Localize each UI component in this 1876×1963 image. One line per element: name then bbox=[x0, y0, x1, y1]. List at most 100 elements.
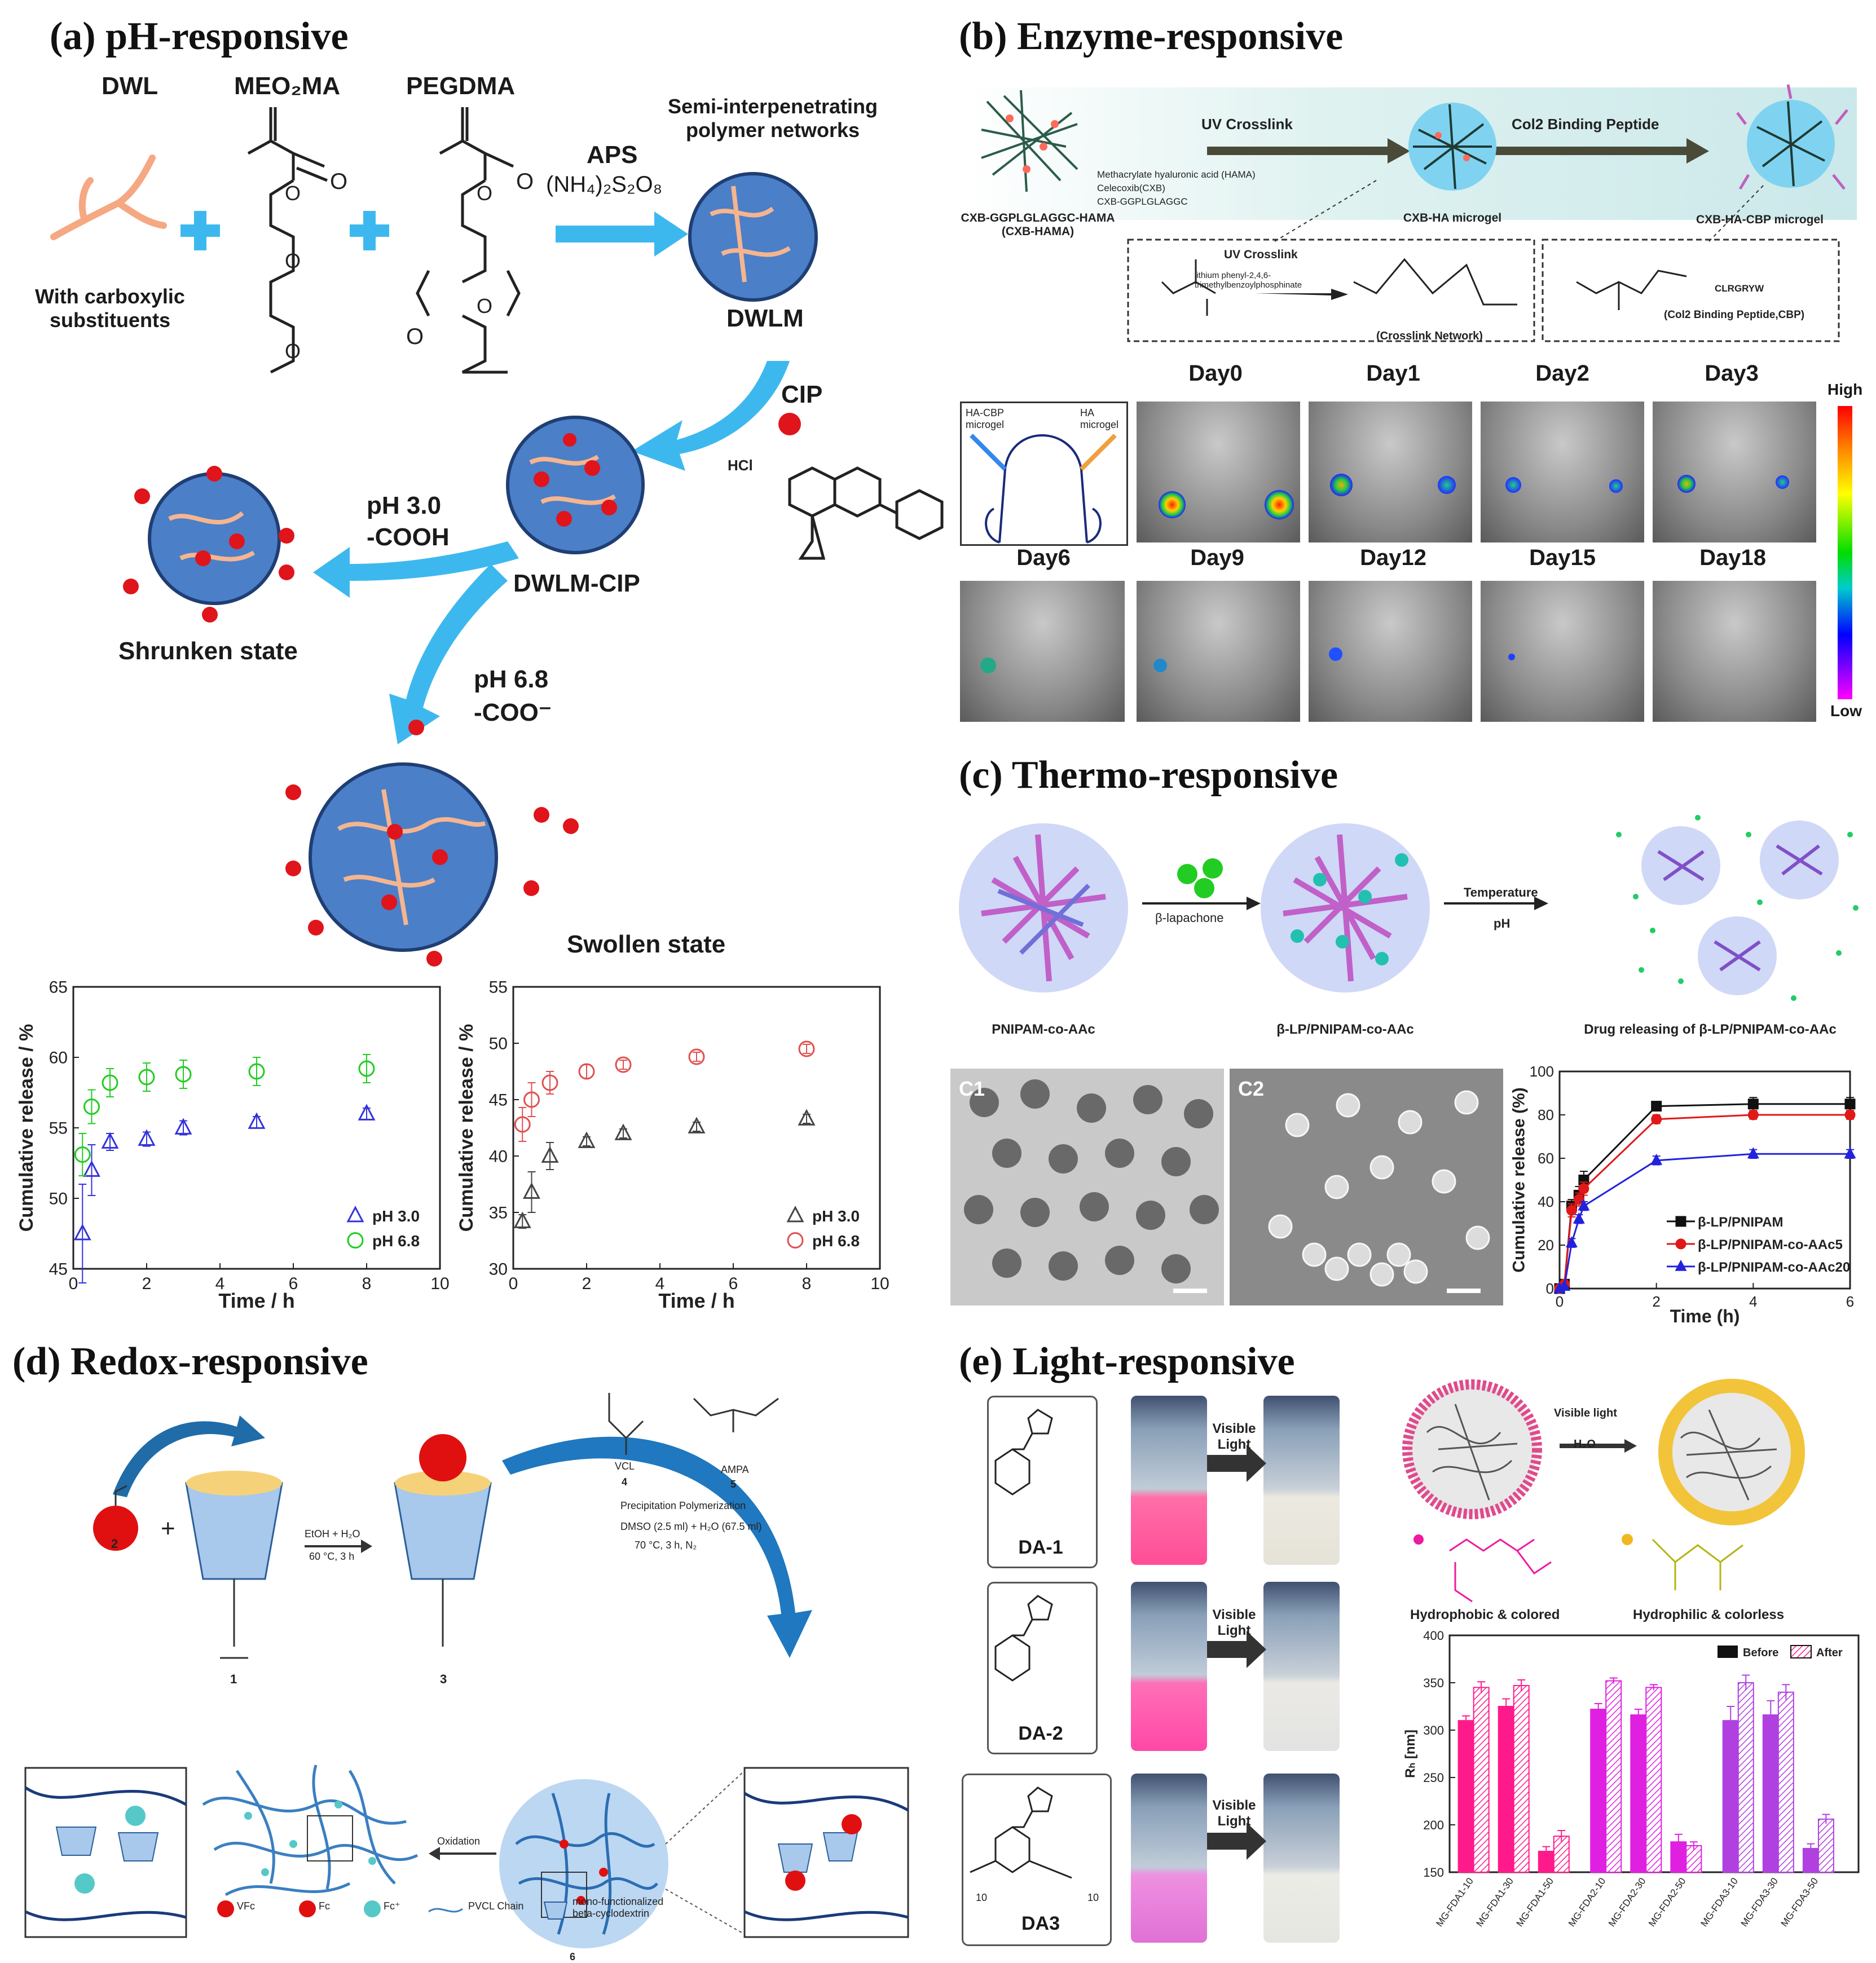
x-tick-label: 6 bbox=[1846, 1293, 1854, 1310]
data-point bbox=[578, 1063, 595, 1080]
pnipam-co-aac-label: PNIPAM-co-AAc bbox=[992, 1022, 1095, 1037]
sem-image-c2 bbox=[1230, 1069, 1503, 1305]
data-point bbox=[798, 1040, 815, 1057]
x-tick-label: MG-FDA1-10 bbox=[1434, 1876, 1476, 1929]
x-tick-label: 8 bbox=[802, 1274, 812, 1293]
panel-b-title: (b) Enzyme-responsive bbox=[959, 15, 1344, 58]
b-lp-pnipam-co-aac-label: β-LP/PNIPAM-co-AAc bbox=[1276, 1022, 1414, 1037]
y-tick-label: 45 bbox=[489, 1091, 508, 1110]
day-label: Day1 bbox=[1366, 361, 1420, 386]
aps-formula: (NH₄)₂S₂O₈ bbox=[546, 172, 663, 197]
y-tick-label: 60 bbox=[1538, 1150, 1554, 1167]
y-axis-label: Cumulative release (%) bbox=[1510, 1087, 1529, 1272]
data-point bbox=[358, 1060, 375, 1077]
data-point bbox=[1573, 1212, 1585, 1224]
day-label: Day18 bbox=[1699, 545, 1766, 570]
swell-arrow bbox=[389, 564, 508, 744]
visible-light-arrows bbox=[1207, 1445, 1266, 1860]
series-0 bbox=[513, 1109, 816, 1229]
x-tick-label: 6 bbox=[289, 1274, 298, 1293]
series-2 bbox=[1553, 1147, 1856, 1293]
x-tick-label: 2 bbox=[142, 1274, 152, 1293]
day-label: Day3 bbox=[1705, 361, 1759, 386]
x-tick-label: 4 bbox=[215, 1274, 225, 1293]
svg-text:O: O bbox=[285, 249, 301, 272]
scale-high-label: High bbox=[1827, 381, 1863, 398]
uv-crosslink-inset-label: UV Crosslink bbox=[1224, 248, 1298, 261]
bar-before bbox=[1590, 1709, 1607, 1873]
series-line bbox=[1559, 1153, 1850, 1290]
x-tick-label: 4 bbox=[1749, 1293, 1757, 1310]
legend-cxb: Celecoxib(CXB) bbox=[1097, 183, 1165, 193]
shrunken-label: Shrunken state bbox=[118, 637, 298, 665]
x-axis-label: Time / h bbox=[218, 1289, 294, 1312]
cyclodextrin-cup-2 bbox=[394, 1482, 492, 1580]
cyclodextrin-cup-1 bbox=[185, 1482, 283, 1580]
inset-ha-cbp-label: HA-CBP microgel bbox=[966, 407, 1005, 430]
legend-after-swatch bbox=[1790, 1645, 1812, 1658]
bar-after bbox=[1473, 1687, 1490, 1873]
data-point bbox=[1651, 1114, 1662, 1125]
data-point bbox=[102, 1074, 118, 1091]
cxb-ha-cbp-microgel-icon bbox=[1736, 84, 1848, 190]
legend-cyclodextrin: mono-functionalized beta-cyclodextrin bbox=[573, 1896, 664, 1919]
data-point bbox=[541, 1074, 558, 1091]
crosslink-network-label: (Crosslink Network) bbox=[1376, 330, 1483, 342]
x-tick-label: MG-FDA2-30 bbox=[1606, 1876, 1648, 1929]
ph30-label: pH 3.0 bbox=[367, 492, 442, 519]
peptide-arrow bbox=[1495, 138, 1709, 164]
legend-label: β-LP/PNIPAM bbox=[1698, 1215, 1783, 1230]
y-tick-label: 40 bbox=[1538, 1193, 1554, 1210]
bar-before bbox=[1457, 1720, 1474, 1873]
compound-6-label: 6 bbox=[570, 1951, 576, 1962]
x-tick-label: MG-FDA2-50 bbox=[1646, 1876, 1688, 1929]
reagent-meo2ma: MEO₂MA bbox=[234, 72, 341, 100]
uv-arrow bbox=[1207, 138, 1410, 164]
y-tick-label: 200 bbox=[1423, 1818, 1444, 1832]
y-tick-label: 55 bbox=[489, 978, 508, 997]
panel-c-title: (c) Thermo-responsive bbox=[959, 753, 1338, 797]
precipitation-label: Precipitation Polymerization bbox=[620, 1500, 746, 1511]
aps-label: APS bbox=[587, 141, 638, 169]
data-point bbox=[83, 1160, 100, 1177]
data-point bbox=[1844, 1099, 1856, 1110]
dwlm-cip-label: DWLM-CIP bbox=[513, 570, 640, 597]
data-point bbox=[74, 1146, 91, 1163]
cip-drug-icon bbox=[778, 413, 801, 435]
data-point bbox=[541, 1146, 559, 1163]
day-label: Day0 bbox=[1188, 361, 1243, 386]
tem-image-c1 bbox=[950, 1069, 1224, 1305]
y-tick-label: 60 bbox=[49, 1049, 68, 1067]
legend-marker bbox=[347, 1232, 364, 1249]
da3-label: DA3 bbox=[1021, 1913, 1060, 1934]
meo2ma-structure: O O O O bbox=[247, 107, 347, 374]
transfer-arrow bbox=[113, 1415, 265, 1497]
x-axis-label: Time / h bbox=[658, 1289, 734, 1312]
plot-frame bbox=[512, 986, 881, 1270]
legend-pvcl-chain: PVCL Chain bbox=[468, 1900, 524, 1912]
series-line bbox=[1558, 1114, 1850, 1290]
bar-after bbox=[1513, 1685, 1530, 1873]
vcl-label: VCL bbox=[615, 1461, 635, 1472]
x-tick-label: 0 bbox=[1556, 1293, 1564, 1310]
polymerization-arrow bbox=[502, 1436, 812, 1658]
data-point bbox=[523, 1182, 540, 1199]
bar-after bbox=[1737, 1682, 1754, 1873]
light-micelle-scheme bbox=[1402, 1379, 1805, 1603]
data-point bbox=[1578, 1183, 1589, 1194]
ph-label: pH bbox=[1494, 916, 1511, 930]
svg-text:O: O bbox=[477, 294, 492, 317]
conditions-solvent-label: DMSO (2.5 ml) + H₂O (67.5 ml) bbox=[620, 1521, 762, 1532]
data-point bbox=[615, 1056, 632, 1073]
mouse-outline-icon bbox=[970, 434, 1117, 544]
y-tick-label: 250 bbox=[1423, 1771, 1444, 1785]
svg-text:O: O bbox=[285, 339, 301, 363]
x-tick-label: MG-FDA1-30 bbox=[1474, 1876, 1516, 1929]
legend-vfc: VFc bbox=[237, 1900, 256, 1912]
da2-label: DA-2 bbox=[1018, 1723, 1063, 1744]
visible-light-h2o-label: Visible light bbox=[1554, 1407, 1617, 1419]
data-point bbox=[1747, 1109, 1759, 1121]
dwlm-cip-bead bbox=[506, 416, 645, 554]
x-tick-label: 2 bbox=[1652, 1293, 1660, 1310]
